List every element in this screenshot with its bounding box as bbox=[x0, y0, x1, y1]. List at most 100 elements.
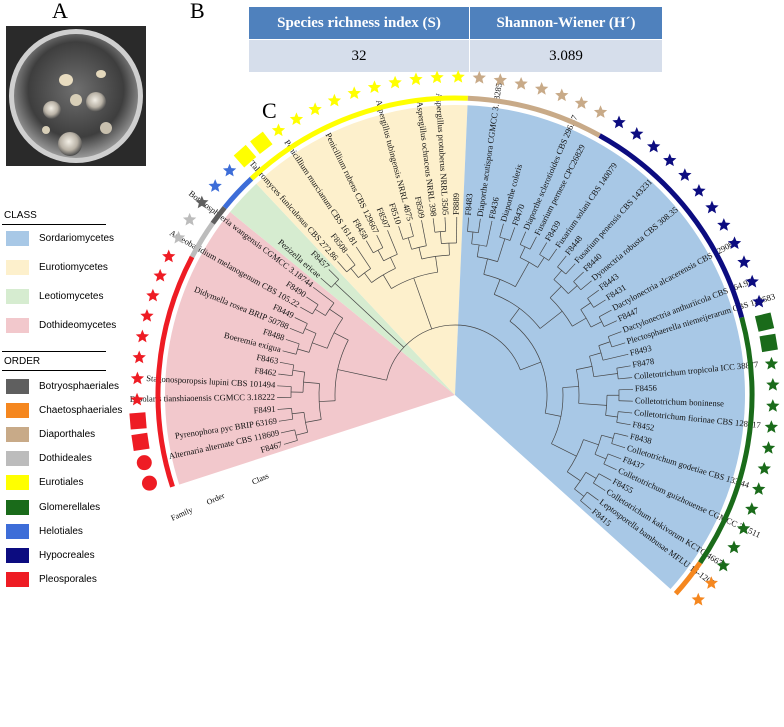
family-circle-marker bbox=[141, 475, 157, 491]
tree-branch bbox=[493, 279, 501, 295]
tree-branch bbox=[377, 250, 384, 261]
tree-branch bbox=[585, 472, 597, 479]
tree-branch bbox=[603, 489, 606, 491]
tree-branch bbox=[289, 327, 292, 330]
tree-branch bbox=[622, 446, 626, 449]
legend-swatch bbox=[6, 426, 29, 442]
tree-branch bbox=[593, 300, 604, 308]
tree-branch bbox=[614, 320, 617, 322]
tree-branch bbox=[373, 247, 384, 254]
tree-branch bbox=[619, 331, 622, 333]
tree-branch bbox=[319, 400, 336, 402]
tree-branch bbox=[329, 270, 339, 280]
family-star-marker bbox=[766, 399, 780, 412]
family-square-marker bbox=[250, 131, 273, 155]
family-star-marker bbox=[736, 521, 751, 535]
panel-label-b: B bbox=[190, 0, 205, 23]
tree-branch bbox=[296, 318, 308, 324]
tree-branch bbox=[337, 261, 340, 264]
tree-branch bbox=[535, 236, 537, 239]
tree-branch bbox=[513, 227, 516, 230]
family-star-marker bbox=[146, 288, 160, 302]
tree-branch bbox=[616, 365, 629, 369]
legend-order-title: ORDER bbox=[4, 356, 41, 367]
family-star-marker bbox=[761, 441, 776, 454]
tree-branch bbox=[553, 270, 562, 280]
tree-branch bbox=[618, 377, 631, 380]
tree-branch bbox=[418, 247, 423, 260]
tree-branch bbox=[607, 453, 620, 459]
tree-branch bbox=[398, 227, 404, 240]
tree-branch bbox=[583, 439, 599, 446]
legend-class-item: Dothideomycetes bbox=[6, 317, 116, 333]
ring-label: Class bbox=[251, 471, 271, 486]
tree-branch bbox=[587, 291, 598, 299]
tree-branch bbox=[333, 332, 349, 341]
tree-branch bbox=[386, 324, 521, 381]
tree-branch bbox=[328, 269, 331, 272]
tree-branch bbox=[545, 242, 548, 245]
tree-branch bbox=[529, 238, 536, 250]
legend-swatch bbox=[6, 378, 29, 394]
legend-order-item: Glomerellales bbox=[6, 499, 100, 515]
tree-branch bbox=[589, 508, 592, 510]
family-square-marker bbox=[129, 412, 147, 430]
tree-branch bbox=[614, 432, 627, 437]
tree-branch bbox=[557, 266, 566, 275]
tree-branch bbox=[580, 281, 591, 291]
legend-swatch bbox=[6, 451, 29, 467]
tree-branch bbox=[391, 271, 438, 289]
legend-swatch bbox=[6, 572, 29, 588]
tree-branch bbox=[539, 244, 547, 255]
tree-branch bbox=[623, 342, 626, 344]
tree-branch bbox=[618, 411, 631, 414]
order-ring-arc bbox=[222, 176, 254, 210]
tree-branch bbox=[590, 321, 602, 328]
legend-swatch bbox=[6, 317, 29, 333]
family-star-marker bbox=[752, 482, 766, 495]
tree-branch bbox=[346, 253, 349, 256]
tree-branch bbox=[364, 272, 372, 283]
legend-order-label: Helotiales bbox=[39, 525, 83, 537]
tree-branch bbox=[315, 308, 326, 316]
family-star-marker bbox=[327, 93, 342, 107]
order-ring-arc bbox=[598, 133, 745, 319]
family-star-marker bbox=[493, 73, 507, 86]
family-star-marker bbox=[757, 461, 771, 475]
tree-branch bbox=[619, 457, 622, 460]
tree-branch bbox=[411, 245, 427, 250]
tree-branch bbox=[334, 282, 405, 348]
tree-branch bbox=[581, 271, 584, 274]
leaf-label: F8452 bbox=[632, 419, 655, 433]
tree-branch bbox=[402, 236, 414, 240]
tree-branch bbox=[297, 348, 310, 353]
tree-branch bbox=[350, 268, 359, 278]
legend-class-label: Dothideomycetes bbox=[39, 319, 117, 331]
tree-branch bbox=[478, 220, 481, 233]
panel-label-a: A bbox=[52, 0, 68, 23]
tree-branch bbox=[312, 342, 328, 349]
tree-branch bbox=[358, 268, 371, 278]
tree-branch bbox=[586, 491, 598, 500]
tree-branch bbox=[467, 231, 479, 234]
tree-branch bbox=[376, 234, 378, 238]
order-ring-arc bbox=[189, 221, 215, 259]
legend-class-label: Leotiomycetes bbox=[39, 290, 104, 302]
tree-branch bbox=[545, 412, 561, 417]
family-star-marker bbox=[764, 356, 779, 370]
family-star-marker bbox=[717, 218, 731, 231]
family-star-marker bbox=[692, 183, 706, 197]
legend-swatch bbox=[6, 288, 29, 304]
family-star-marker bbox=[752, 294, 766, 308]
legend-class-item: Sordariomycetes bbox=[6, 230, 114, 246]
family-star-marker bbox=[727, 540, 741, 554]
tree-branch bbox=[598, 473, 610, 480]
tree-branch bbox=[305, 419, 322, 423]
value-species-richness: 32 bbox=[248, 39, 470, 73]
legend-swatch bbox=[6, 475, 29, 491]
family-star-marker bbox=[514, 76, 528, 90]
family-star-marker bbox=[678, 168, 692, 181]
tree-branch bbox=[576, 366, 593, 370]
tree-branch bbox=[611, 443, 624, 448]
legend-class-label: Sordariomycetes bbox=[39, 232, 115, 244]
